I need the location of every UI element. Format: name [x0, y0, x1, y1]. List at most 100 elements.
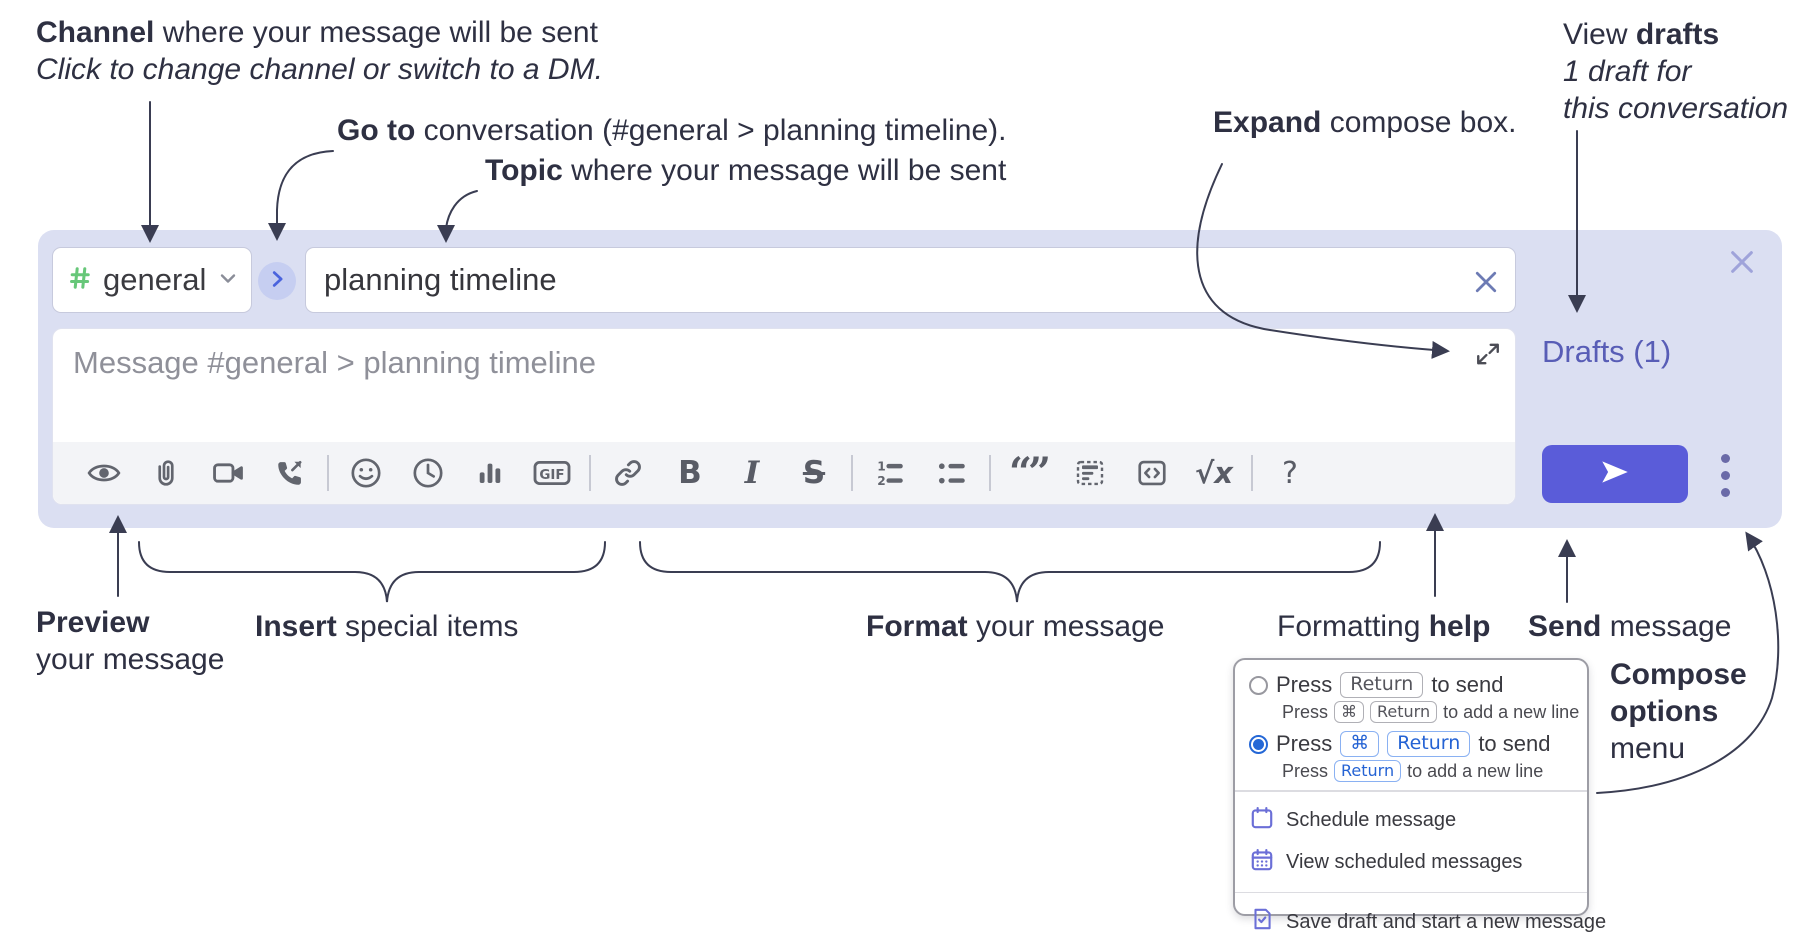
arrow-to-go-button	[268, 150, 334, 241]
cmd-key: ⌘	[1340, 731, 1380, 757]
brace-format-message	[639, 541, 1381, 603]
send-plane-icon	[1598, 455, 1632, 494]
radio-selected-icon[interactable]	[1249, 734, 1268, 754]
annotation-expand: Expand compose box.	[1213, 104, 1516, 141]
bulleted-list-icon[interactable]	[921, 449, 983, 497]
cmd-enter-sends-option[interactable]: Press ⌘ Return to send	[1249, 731, 1575, 757]
annotation-view-drafts: View drafts 1 draft for this conversatio…	[1563, 16, 1788, 127]
chevron-right-icon	[266, 268, 288, 295]
cmd-enter-sends-subtext: Press Return to add a new line	[1282, 760, 1575, 782]
expand-compose-icon[interactable]	[1475, 341, 1501, 372]
toolbar-divider	[327, 455, 329, 491]
annotation-formatting-help-pre: Formatting	[1277, 610, 1429, 643]
annotation-go-to-rest: conversation (#general > planning timeli…	[415, 114, 1007, 147]
annotation-send-rest: message	[1601, 610, 1732, 643]
strikethrough-icon[interactable]: S	[802, 455, 826, 491]
annotation-go-to-bold: Go to	[337, 114, 416, 147]
topic-value: planning timeline	[324, 262, 557, 297]
voice-call-icon[interactable]	[259, 449, 321, 497]
menu-item-label: Schedule message	[1286, 809, 1457, 831]
return-key: Return	[1340, 672, 1424, 698]
menu-item-schedule-message[interactable]: Schedule message	[1249, 800, 1575, 842]
preview-eye-icon[interactable]	[73, 449, 135, 497]
option2-sub-press: Press	[1282, 760, 1329, 781]
bold-icon[interactable]: B	[678, 455, 702, 491]
math-icon[interactable]: √x	[1194, 456, 1234, 490]
message-placeholder: Message #general > planning timeline	[73, 345, 597, 380]
gif-icon[interactable]: GIF	[521, 449, 583, 497]
topic-input[interactable]: planning timeline	[305, 247, 1516, 313]
message-textarea[interactable]: Message #general > planning timeline	[52, 328, 1516, 505]
toolbar-divider	[589, 455, 591, 491]
annotation-send-bold: Send	[1528, 610, 1602, 643]
calendar-icon	[1249, 805, 1275, 837]
toolbar-divider	[989, 455, 991, 491]
annotation-expand-bold: Expand	[1213, 106, 1322, 139]
emoji-icon[interactable]	[335, 449, 397, 497]
menu-item-label: View scheduled messages	[1286, 851, 1523, 873]
annotation-compose-options-line1: Compose	[1610, 658, 1747, 691]
compose-options-kebab-icon[interactable]	[1710, 447, 1740, 503]
drafts-link[interactable]: Drafts (1)	[1542, 334, 1672, 369]
annotation-view-drafts-bold: drafts	[1635, 18, 1720, 51]
option1-sub-suffix: to add a new line	[1443, 701, 1580, 722]
video-call-icon[interactable]	[197, 449, 259, 497]
go-to-conversation-button[interactable]	[258, 262, 296, 300]
close-compose-icon[interactable]	[1726, 246, 1758, 283]
annotation-topic-rest: where your message will be sent	[562, 154, 1007, 187]
toolbar-divider	[1251, 455, 1253, 491]
link-icon[interactable]	[597, 449, 659, 497]
annotation-view-drafts-pre: View	[1563, 18, 1636, 51]
attach-file-icon[interactable]	[135, 449, 197, 497]
annotation-expand-rest: compose box.	[1321, 106, 1517, 139]
annotation-topic-bold: Topic	[485, 154, 563, 187]
numbered-list-icon[interactable]: 1 2	[859, 449, 921, 497]
popup-divider	[1235, 891, 1587, 893]
annotation-send: Send message	[1528, 608, 1731, 645]
annotation-format-bold: Format	[866, 610, 968, 643]
formatting-help-icon[interactable]: ?	[1282, 455, 1298, 491]
popup-divider	[1235, 790, 1587, 792]
annotation-preview: Preview your message	[36, 604, 224, 678]
channel-selector[interactable]: general	[52, 247, 252, 313]
annotation-formatting-help-bold: help	[1428, 610, 1491, 643]
brace-insert-items	[138, 541, 606, 603]
annotation-insert-rest: special items	[336, 610, 519, 643]
return-key: Return	[1387, 731, 1471, 757]
annotation-view-drafts-line2: 1 draft for	[1563, 55, 1692, 88]
return-key: Return	[1334, 760, 1402, 782]
annotation-formatting-help: Formatting help	[1277, 608, 1490, 645]
cmd-key: ⌘	[1334, 701, 1365, 723]
poll-icon[interactable]	[459, 449, 521, 497]
channel-name: general	[103, 262, 207, 297]
enter-sends-option[interactable]: Press Return to send	[1249, 672, 1575, 698]
radio-unselected-icon[interactable]	[1249, 675, 1268, 695]
return-key: Return	[1370, 701, 1438, 723]
code-icon[interactable]	[1121, 449, 1183, 497]
italic-icon[interactable]: I	[744, 455, 760, 491]
chevron-down-icon	[216, 266, 240, 295]
option2-press: Press	[1276, 731, 1333, 756]
option1-sub-press: Press	[1282, 701, 1329, 722]
annotation-compose-options-line3: menu	[1610, 732, 1686, 765]
menu-item-save-draft[interactable]: Save draft and start a new message	[1249, 901, 1606, 943]
option2-sub-suffix: to add a new line	[1407, 760, 1544, 781]
annotation-format: Format your message	[866, 608, 1164, 645]
annotation-channel-line2: Click to change channel or switch to a D…	[36, 53, 603, 86]
spoiler-icon[interactable]	[1059, 449, 1121, 497]
send-button[interactable]	[1542, 445, 1688, 503]
channel-hash-icon	[67, 265, 93, 296]
compose-toolbar: GIF B I S 1 2	[53, 442, 1515, 504]
clear-topic-icon[interactable]	[1471, 267, 1501, 305]
menu-item-view-scheduled[interactable]: View scheduled messages	[1249, 842, 1575, 884]
annotation-preview-bold: Preview	[36, 606, 150, 639]
annotation-compose-options: Compose options menu	[1610, 656, 1747, 767]
menu-item-label: Save draft and start a new message	[1286, 910, 1607, 933]
quote-icon[interactable]: “”	[1008, 449, 1051, 496]
schedule-time-icon[interactable]	[397, 449, 459, 497]
enter-sends-subtext: Press ⌘ Return to add a new line	[1282, 701, 1579, 723]
annotation-go-to: Go to conversation (#general > planning …	[337, 112, 1007, 149]
svg-text:GIF: GIF	[539, 468, 564, 483]
option2-suffix: to send	[1478, 731, 1551, 756]
